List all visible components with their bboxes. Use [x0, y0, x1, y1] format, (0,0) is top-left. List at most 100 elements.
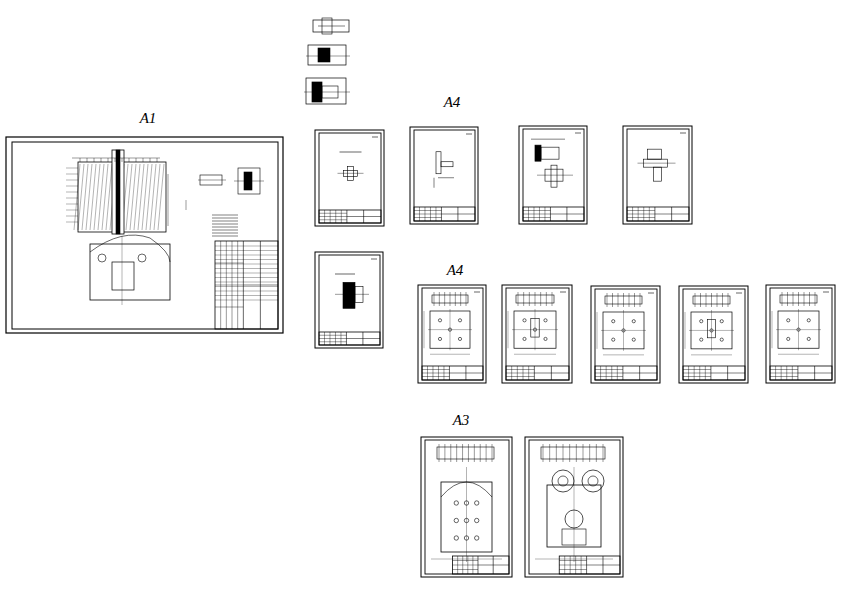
- drawing-line: [338, 173, 364, 174]
- outline: [535, 145, 541, 161]
- drawing-line: [414, 214, 441, 215]
- drawing-line: [304, 92, 350, 93]
- outline: [318, 48, 330, 62]
- drawing-line: [597, 312, 598, 349]
- outline: [525, 437, 623, 577]
- drawing-line: [438, 366, 439, 380]
- drawing-line: [330, 210, 331, 223]
- outline: [315, 130, 384, 226]
- outline: [529, 440, 620, 574]
- drawing-line: [467, 556, 468, 574]
- drawing-line: [776, 329, 821, 330]
- outline: [523, 129, 584, 221]
- outline: [12, 142, 278, 329]
- drawing-line: [443, 366, 444, 380]
- outline: [541, 447, 605, 459]
- drawing-line: [711, 293, 712, 307]
- drawing-line: [728, 293, 729, 307]
- outline: [425, 440, 509, 574]
- drawing-line: [82, 164, 88, 230]
- outline: [313, 20, 349, 32]
- outline: [112, 150, 124, 234]
- hole: [612, 338, 615, 341]
- drawing-line: [468, 444, 469, 462]
- drawing-line: [319, 338, 346, 339]
- drawing-line: [101, 158, 102, 162]
- outline: [648, 149, 662, 159]
- outline: [308, 45, 346, 65]
- drawing-line: [449, 373, 483, 374]
- outline: [410, 127, 478, 224]
- outline: [315, 252, 383, 348]
- hole: [700, 338, 703, 341]
- drawing-line: [603, 444, 604, 462]
- outline: [441, 162, 453, 167]
- outline: [523, 207, 584, 221]
- drawing-line: [595, 373, 623, 374]
- outline: [215, 241, 278, 329]
- outline: [322, 18, 332, 34]
- drawing-line: [583, 444, 584, 462]
- drawing-line: [683, 369, 711, 370]
- drawing-line: [66, 168, 78, 169]
- drawing-line: [306, 56, 350, 57]
- drawing-line: [581, 556, 582, 574]
- drawing-line: [589, 444, 590, 462]
- drawing-line: [537, 175, 573, 176]
- outline: [679, 286, 748, 383]
- drawing-line: [319, 219, 347, 220]
- drawing-line: [319, 213, 347, 214]
- drawing-line: [453, 565, 478, 566]
- drawing-line: [422, 369, 449, 370]
- drawing-line: [424, 311, 425, 348]
- outline: [116, 150, 120, 234]
- outline: [414, 130, 475, 221]
- drawing-line: [215, 300, 278, 301]
- outline: [319, 255, 380, 345]
- drawing-line: [638, 163, 676, 164]
- drawing-line: [480, 444, 481, 462]
- hole: [588, 476, 598, 486]
- drawing-line: [441, 214, 475, 215]
- drawing-line: [453, 569, 478, 570]
- drawing-line: [215, 268, 278, 269]
- drawing-line: [601, 330, 646, 331]
- outline: [421, 437, 512, 577]
- hole: [632, 320, 635, 323]
- drawing-line: [798, 292, 799, 306]
- hole: [438, 319, 441, 322]
- outline: [436, 152, 441, 174]
- drawing-line: [453, 560, 478, 561]
- drawing-line: [770, 369, 798, 370]
- drawing-line: [419, 207, 420, 221]
- drawing-line: [136, 158, 137, 162]
- drawing-line: [523, 366, 524, 380]
- drawing-line: [685, 312, 686, 349]
- outline: [654, 167, 662, 181]
- drawing-line: [529, 292, 530, 306]
- drawing-line: [319, 341, 346, 342]
- drawing-line: [430, 207, 431, 221]
- drawing-line: [534, 373, 569, 374]
- outline: [623, 126, 692, 224]
- drawing-line: [215, 307, 243, 308]
- hole: [475, 536, 479, 540]
- drawing-line: [549, 444, 550, 462]
- drawing-line: [603, 354, 644, 355]
- outline: [422, 366, 483, 380]
- drawing-line: [66, 222, 78, 223]
- drawing-line: [102, 164, 108, 230]
- drawing-line: [414, 210, 441, 211]
- drawing-line: [736, 293, 742, 294]
- drawing-line: [688, 366, 689, 380]
- drawing-line: [444, 292, 445, 306]
- drawing-line: [691, 354, 732, 355]
- drawing-line: [154, 164, 160, 230]
- drawing-line: [535, 292, 536, 306]
- drawing-line: [643, 207, 644, 221]
- drawing-line: [168, 174, 169, 226]
- drawing-line: [607, 293, 608, 307]
- drawing-line: [319, 216, 347, 217]
- drawing-line: [523, 210, 550, 211]
- drawing-line: [122, 158, 123, 162]
